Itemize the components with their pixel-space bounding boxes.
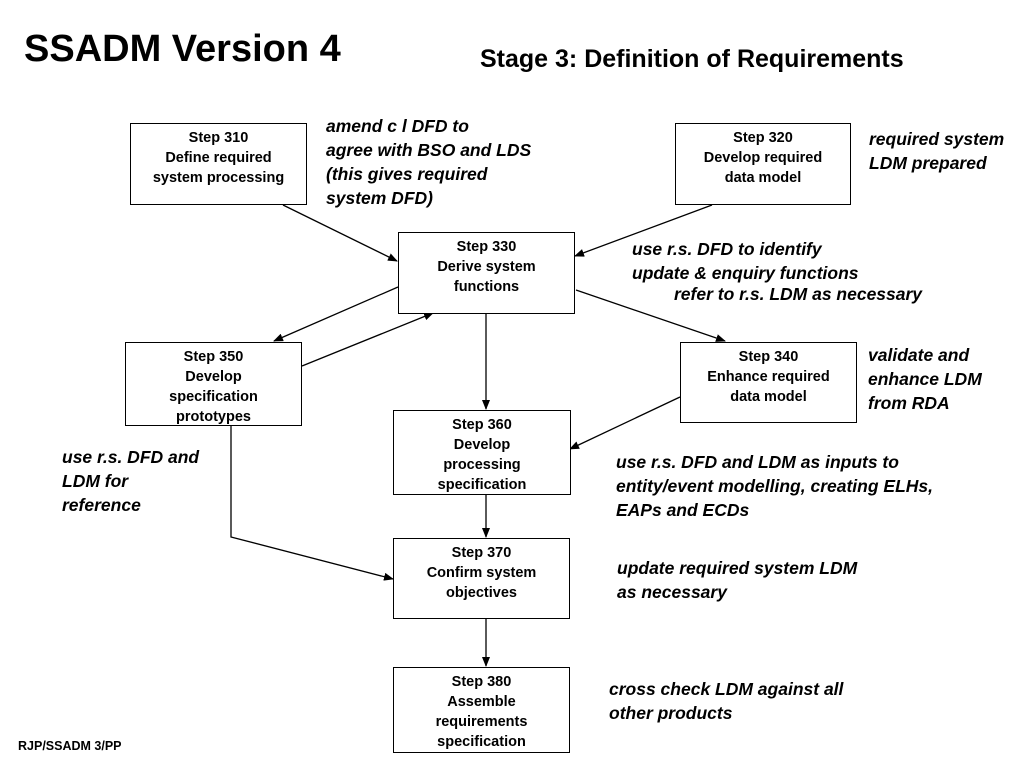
note-380-line2: other products [609,703,733,723]
step-310-label: Step 310 [188,130,249,146]
step-360-line3: processing [443,457,521,473]
step-380-label: Step 380 [451,674,512,690]
step-380-box: Step 380 Assemble requirements specifica… [393,667,570,753]
step-350-line4: prototypes [176,409,251,425]
step-340-label: Step 340 [738,349,799,365]
step-380-line4: specification [437,734,526,750]
step-360-box: Step 360 Develop processing specificatio… [393,410,571,495]
note-370-line2: as necessary [617,582,727,602]
stage-subtitle: Stage 3: Definition of Requirements [480,45,904,73]
note-330-line3: refer to r.s. LDM as necessary [674,284,923,304]
note-370-line1: update required system LDM [617,558,858,578]
step-310-line3: system processing [152,170,285,186]
note-310: amend c l DFD to agree with BSO and LDS … [326,114,531,210]
step-340-line3: data model [730,389,807,405]
note-350-line2: LDM for [62,471,129,491]
arrow-320-to-330 [574,204,713,257]
step-360-line2: Develop [453,437,511,453]
step-330-label: Step 330 [456,239,517,255]
note-330-line1: use r.s. DFD to identify [632,239,822,259]
footer-reference: RJP/SSADM 3/PP [18,739,122,753]
note-310-line1: amend c l DFD to [326,116,469,136]
note-310-line2: agree with BSO and LDS [326,140,532,160]
note-310-line3: (this gives required [326,164,488,184]
note-340-line3: from RDA [868,393,950,413]
note-320-line2: LDM prepared [869,153,987,173]
step-330-line2: Derive system [437,259,536,275]
arrow-350-to-370 [230,426,394,581]
step-350-label: Step 350 [183,349,244,365]
step-320-box: Step 320 Develop required data model [675,123,851,205]
step-310-line2: Define required [165,150,272,166]
step-340-line2: Enhance required [707,369,830,385]
note-380-line1: cross check LDM against all [609,679,844,699]
note-330-line2: update & enquiry functions [632,263,859,283]
arrow-350-to-330 [301,312,434,367]
step-370-line2: Confirm system [426,565,537,581]
note-350-line1: use r.s. DFD and [62,447,200,467]
note-320-line1: required system [869,129,1005,149]
step-320-line3: data model [724,170,802,186]
step-340-box: Step 340 Enhance required data model [680,342,857,423]
note-340: validate and enhance LDM from RDA [868,343,982,415]
note-370: update required system LDM as necessary [617,556,857,604]
note-350-line3: reference [62,495,141,515]
step-380-line3: requirements [435,714,528,730]
note-330: use r.s. DFD to identify update & enquir… [632,237,922,306]
step-370-label: Step 370 [451,545,512,561]
step-370-box: Step 370 Confirm system objectives [393,538,570,619]
step-320-line2: Develop required [703,150,823,166]
step-360-line4: specification [437,477,527,493]
step-310-box: Step 310 Define required system processi… [130,123,307,205]
step-350-line3: specification [169,389,258,405]
note-350: use r.s. DFD and LDM for reference [62,445,199,517]
step-350-box: Step 350 Develop specification prototype… [125,342,302,426]
arrow-310-to-330 [282,204,398,262]
arrow-330-to-340 [575,289,726,342]
note-310-line4: system DFD) [326,188,433,208]
arrow-330-to-350 [273,286,399,342]
note-380: cross check LDM against all other produc… [609,677,843,725]
step-330-line3: functions [453,279,520,295]
note-360-line3: EAPs and ECDs [616,500,750,520]
note-360-line1: use r.s. DFD and LDM as inputs to [616,452,899,472]
arrow-340-to-360 [569,396,681,450]
step-360-label: Step 360 [452,417,512,433]
step-370-line3: objectives [446,585,517,601]
step-320-label: Step 320 [733,130,793,146]
note-340-line2: enhance LDM [868,369,982,389]
note-360: use r.s. DFD and LDM as inputs to entity… [616,450,933,522]
note-320: required system LDM prepared [869,127,1004,175]
step-330-box: Step 330 Derive system functions [398,232,575,314]
note-360-line2: entity/event modelling, creating ELHs, [616,476,934,496]
step-380-line2: Assemble [447,694,516,710]
step-350-line2: Develop [185,369,242,385]
page-title: SSADM Version 4 [24,28,341,70]
note-340-line1: validate and [868,345,970,365]
